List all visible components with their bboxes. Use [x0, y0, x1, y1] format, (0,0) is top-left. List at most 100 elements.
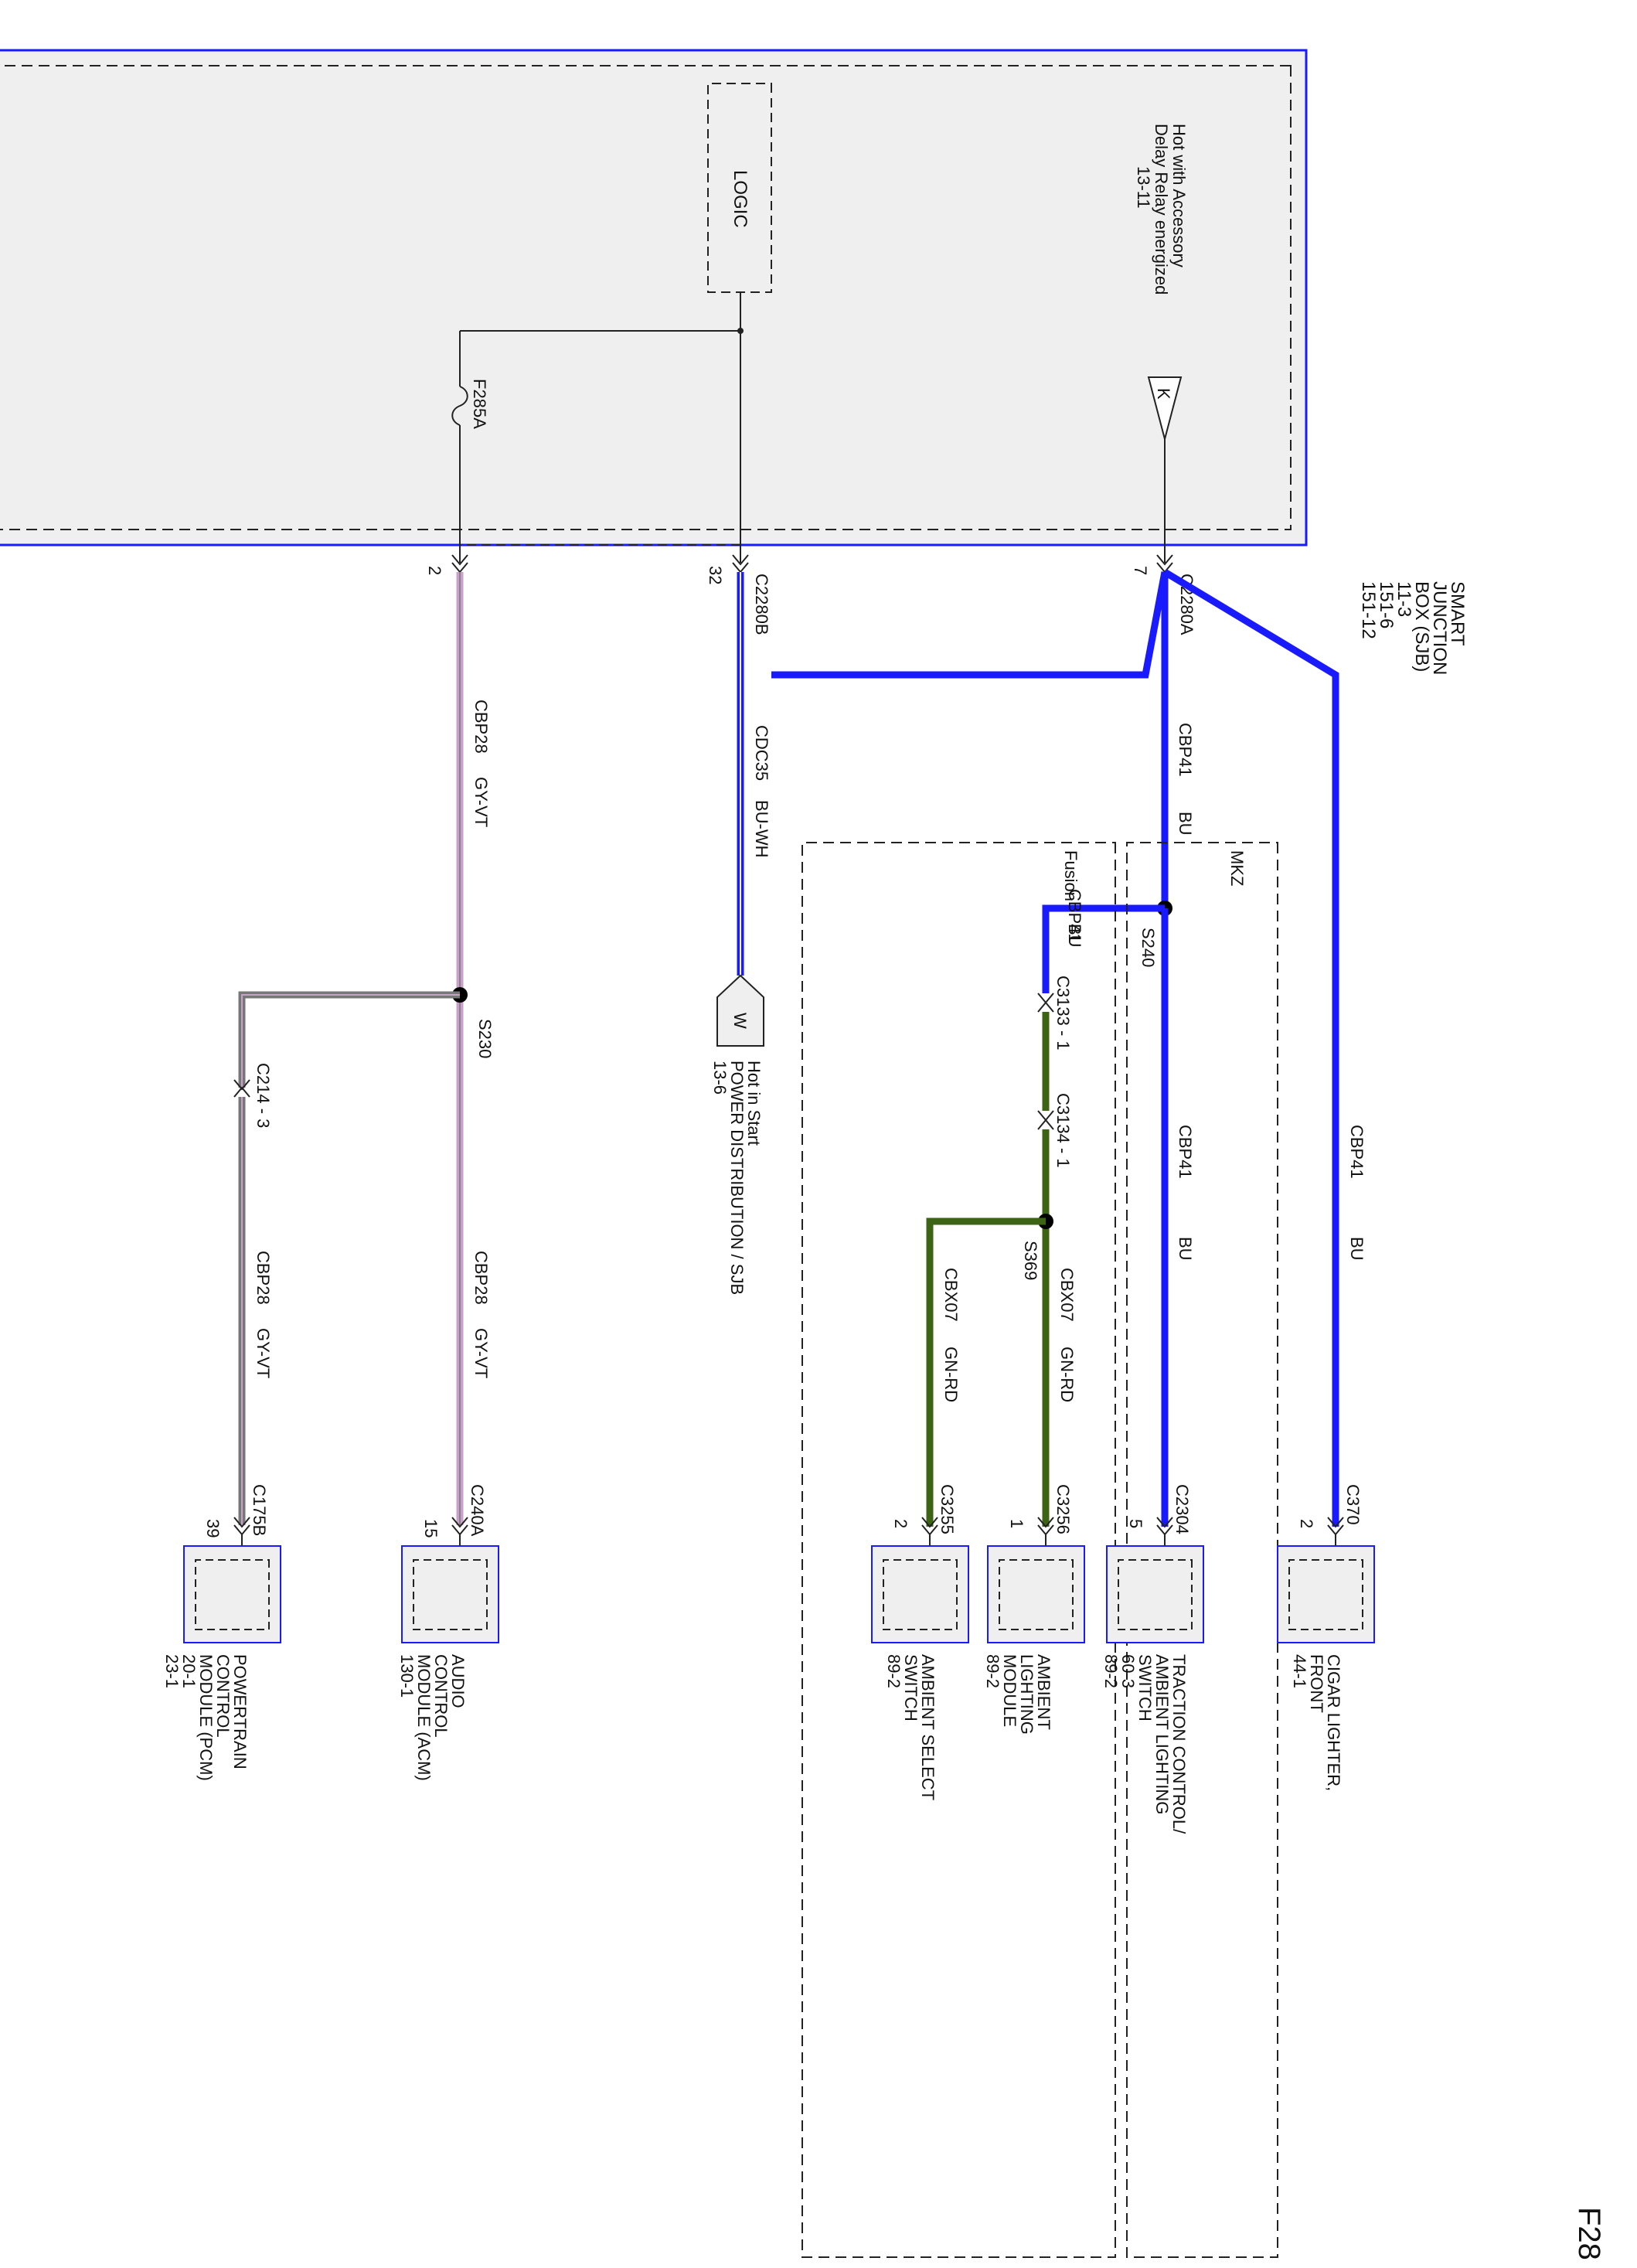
cigar-line: CIGAR LIGHTER,	[1324, 1654, 1343, 1791]
cdc35-circuit: CDC35	[752, 725, 771, 781]
acm-inner	[413, 1559, 488, 1630]
sjb-inner-dashed	[0, 65, 1292, 530]
c2280b-pin: 32	[706, 566, 725, 584]
hot-note: Hot with Accessory Delay Relay energized…	[1134, 124, 1189, 295]
sjb-name-line: BOX (SJB)	[1411, 581, 1432, 672]
cbp41-color-ambient: BU	[1065, 924, 1084, 948]
sjb-name-line: 151-6	[1376, 581, 1397, 628]
cbp28-branch-pcm-stripe	[241, 994, 460, 1088]
cigar-line: 44-1	[1290, 1654, 1309, 1688]
fuse-name: F28	[470, 379, 489, 408]
ambient-select-inner	[883, 1559, 958, 1630]
pcm-inner	[195, 1559, 270, 1630]
pcm-conn: C175B	[250, 1484, 269, 1536]
cbx07-color-alm: GN-RD	[1057, 1347, 1077, 1402]
component-acm: C240A 15 AUDIO CONTROL MODULE (ACM) 130-…	[397, 1484, 499, 1781]
ambient-select-box	[871, 1545, 969, 1643]
pcm-line: 20-1	[179, 1654, 199, 1688]
traction-line: 60-3	[1118, 1654, 1138, 1688]
cbp28-circuit-pcm: CBP28	[254, 1251, 273, 1305]
fuse-symbol	[451, 386, 468, 426]
sjb-name-line: 151-12	[1358, 581, 1379, 639]
cbx07-circuit-sel: CBX07	[941, 1268, 961, 1322]
cigar-line: FRONT	[1307, 1654, 1326, 1713]
inline-connector-c3133: C3133 - 1	[1037, 976, 1073, 1051]
traction-line: AMBIENT LIGHTING	[1152, 1654, 1172, 1814]
inline-connector-c214: C214 - 3	[233, 1063, 273, 1128]
cbp28-color-acm: GY-VT	[471, 1328, 491, 1378]
traction-line: SWITCH	[1135, 1654, 1155, 1721]
page-label: F28	[1572, 2207, 1606, 2260]
sjb-name-line: JUNCTION	[1429, 581, 1450, 675]
pcm-box	[183, 1545, 281, 1643]
c2280a-pin: 7	[1131, 566, 1150, 575]
sjb-box	[0, 49, 1308, 547]
ambient-select-pin: 2	[891, 1519, 910, 1528]
cbp41-wire-mkz-branch	[771, 571, 1169, 679]
ambient-lighting-pin: 1	[1007, 1519, 1026, 1528]
cbp28-circuit-acm: CBP28	[471, 1251, 491, 1305]
power-dist-line: Hot in Start	[744, 1061, 764, 1146]
s369-label: S369	[1021, 1241, 1040, 1280]
ambient-lighting-conn: C3256	[1053, 1484, 1073, 1534]
power-dist-w-symbol	[716, 974, 764, 1047]
k-source-triangle	[1147, 376, 1183, 442]
acm-line: CONTROL	[431, 1654, 451, 1738]
ambient-lighting-line: 89-2	[983, 1654, 1002, 1688]
cbp41-color-traction: BU	[1176, 1237, 1195, 1261]
pcm-line: 23-1	[162, 1654, 182, 1688]
traction-inner	[1118, 1559, 1193, 1630]
sjb-name-line: SMART	[1447, 581, 1468, 646]
cbp41-circuit-traction: CBP41	[1176, 1125, 1195, 1179]
component-ambient-lighting: C3256 1 AMBIENT LIGHTING MODULE 89-2	[983, 1484, 1085, 1735]
cbp41-wire-mkz	[1162, 569, 1339, 1527]
acm-box	[401, 1545, 499, 1643]
acm-line: MODULE (ACM)	[414, 1654, 434, 1781]
pcm-line: CONTROL	[213, 1654, 233, 1738]
ambient-select-line: 89-2	[884, 1654, 904, 1688]
cbp28-color-upper: GY-VT	[471, 777, 491, 827]
logic-label: LOGIC	[730, 170, 750, 228]
power-dist-line: 13-6	[710, 1061, 730, 1095]
acm-pin: 15	[421, 1519, 441, 1538]
component-traction-control: C2304 5 TRACTION CONTROL/ AMBIENT LIGHTI…	[1101, 1484, 1204, 1834]
cigar-pin: 2	[1297, 1519, 1316, 1528]
fuse-rating: 5A	[470, 408, 489, 429]
s240-label: S240	[1138, 928, 1158, 967]
traction-line: 89-2	[1101, 1654, 1121, 1688]
acm-conn: C240A	[468, 1484, 487, 1537]
cbp41-wire-ambient	[1042, 904, 1165, 993]
ambient-select-conn: C3255	[938, 1484, 957, 1534]
traction-conn: C2304	[1172, 1484, 1192, 1534]
ambient-lighting-inner	[999, 1559, 1074, 1630]
cbp41-circuit-ambient: CBP41	[1065, 889, 1084, 943]
c3133-label: C3133 - 1	[1053, 976, 1073, 1051]
ambient-lighting-line: LIGHTING	[1017, 1654, 1036, 1735]
traction-pin: 5	[1126, 1519, 1145, 1528]
cbp41-circuit-mkz: CBP41	[1347, 1125, 1366, 1179]
k-label: K	[1154, 388, 1173, 400]
power-dist-note: Hot in Start POWER DISTRIBUTION / SJB 13…	[710, 1061, 764, 1295]
acm-line: 130-1	[397, 1654, 417, 1698]
w-label: W	[730, 1013, 750, 1029]
inline-connector-c3134: C3134 - 1	[1037, 1093, 1073, 1168]
hot-note-line: 13-11	[1134, 166, 1153, 209]
c2280b-label: C2280B	[752, 574, 771, 635]
pcm-line: MODULE (PCM)	[196, 1654, 216, 1781]
cbp41-circuit-trunk: CBP41	[1176, 723, 1195, 777]
s230-label: S230	[475, 1019, 495, 1058]
component-cigar-lighter: C370 2 CIGAR LIGHTER, FRONT 44-1	[1277, 1484, 1375, 1791]
cbp28-circuit-upper: CBP28	[471, 700, 491, 754]
sjb-name-line: 11-3	[1394, 581, 1414, 617]
cbx07-circuit-alm: CBX07	[1057, 1268, 1077, 1322]
cigar-inner	[1288, 1559, 1363, 1630]
cbp28-color-pcm: GY-VT	[254, 1328, 273, 1378]
sjb-name-block: SMART JUNCTION BOX (SJB) 11-3 151-6 151-…	[1358, 581, 1468, 675]
cbp41-color-trunk: BU	[1176, 812, 1195, 836]
component-ambient-select: C3255 2 AMBIENT SELECT SWITCH 89-2	[871, 1484, 969, 1800]
cbp28-branch-pcm	[238, 991, 460, 1088]
cigar-conn: C370	[1343, 1484, 1363, 1525]
connector-c2280b: C2280B 32	[706, 554, 771, 635]
sjb-pin2-label: 2	[425, 566, 444, 575]
